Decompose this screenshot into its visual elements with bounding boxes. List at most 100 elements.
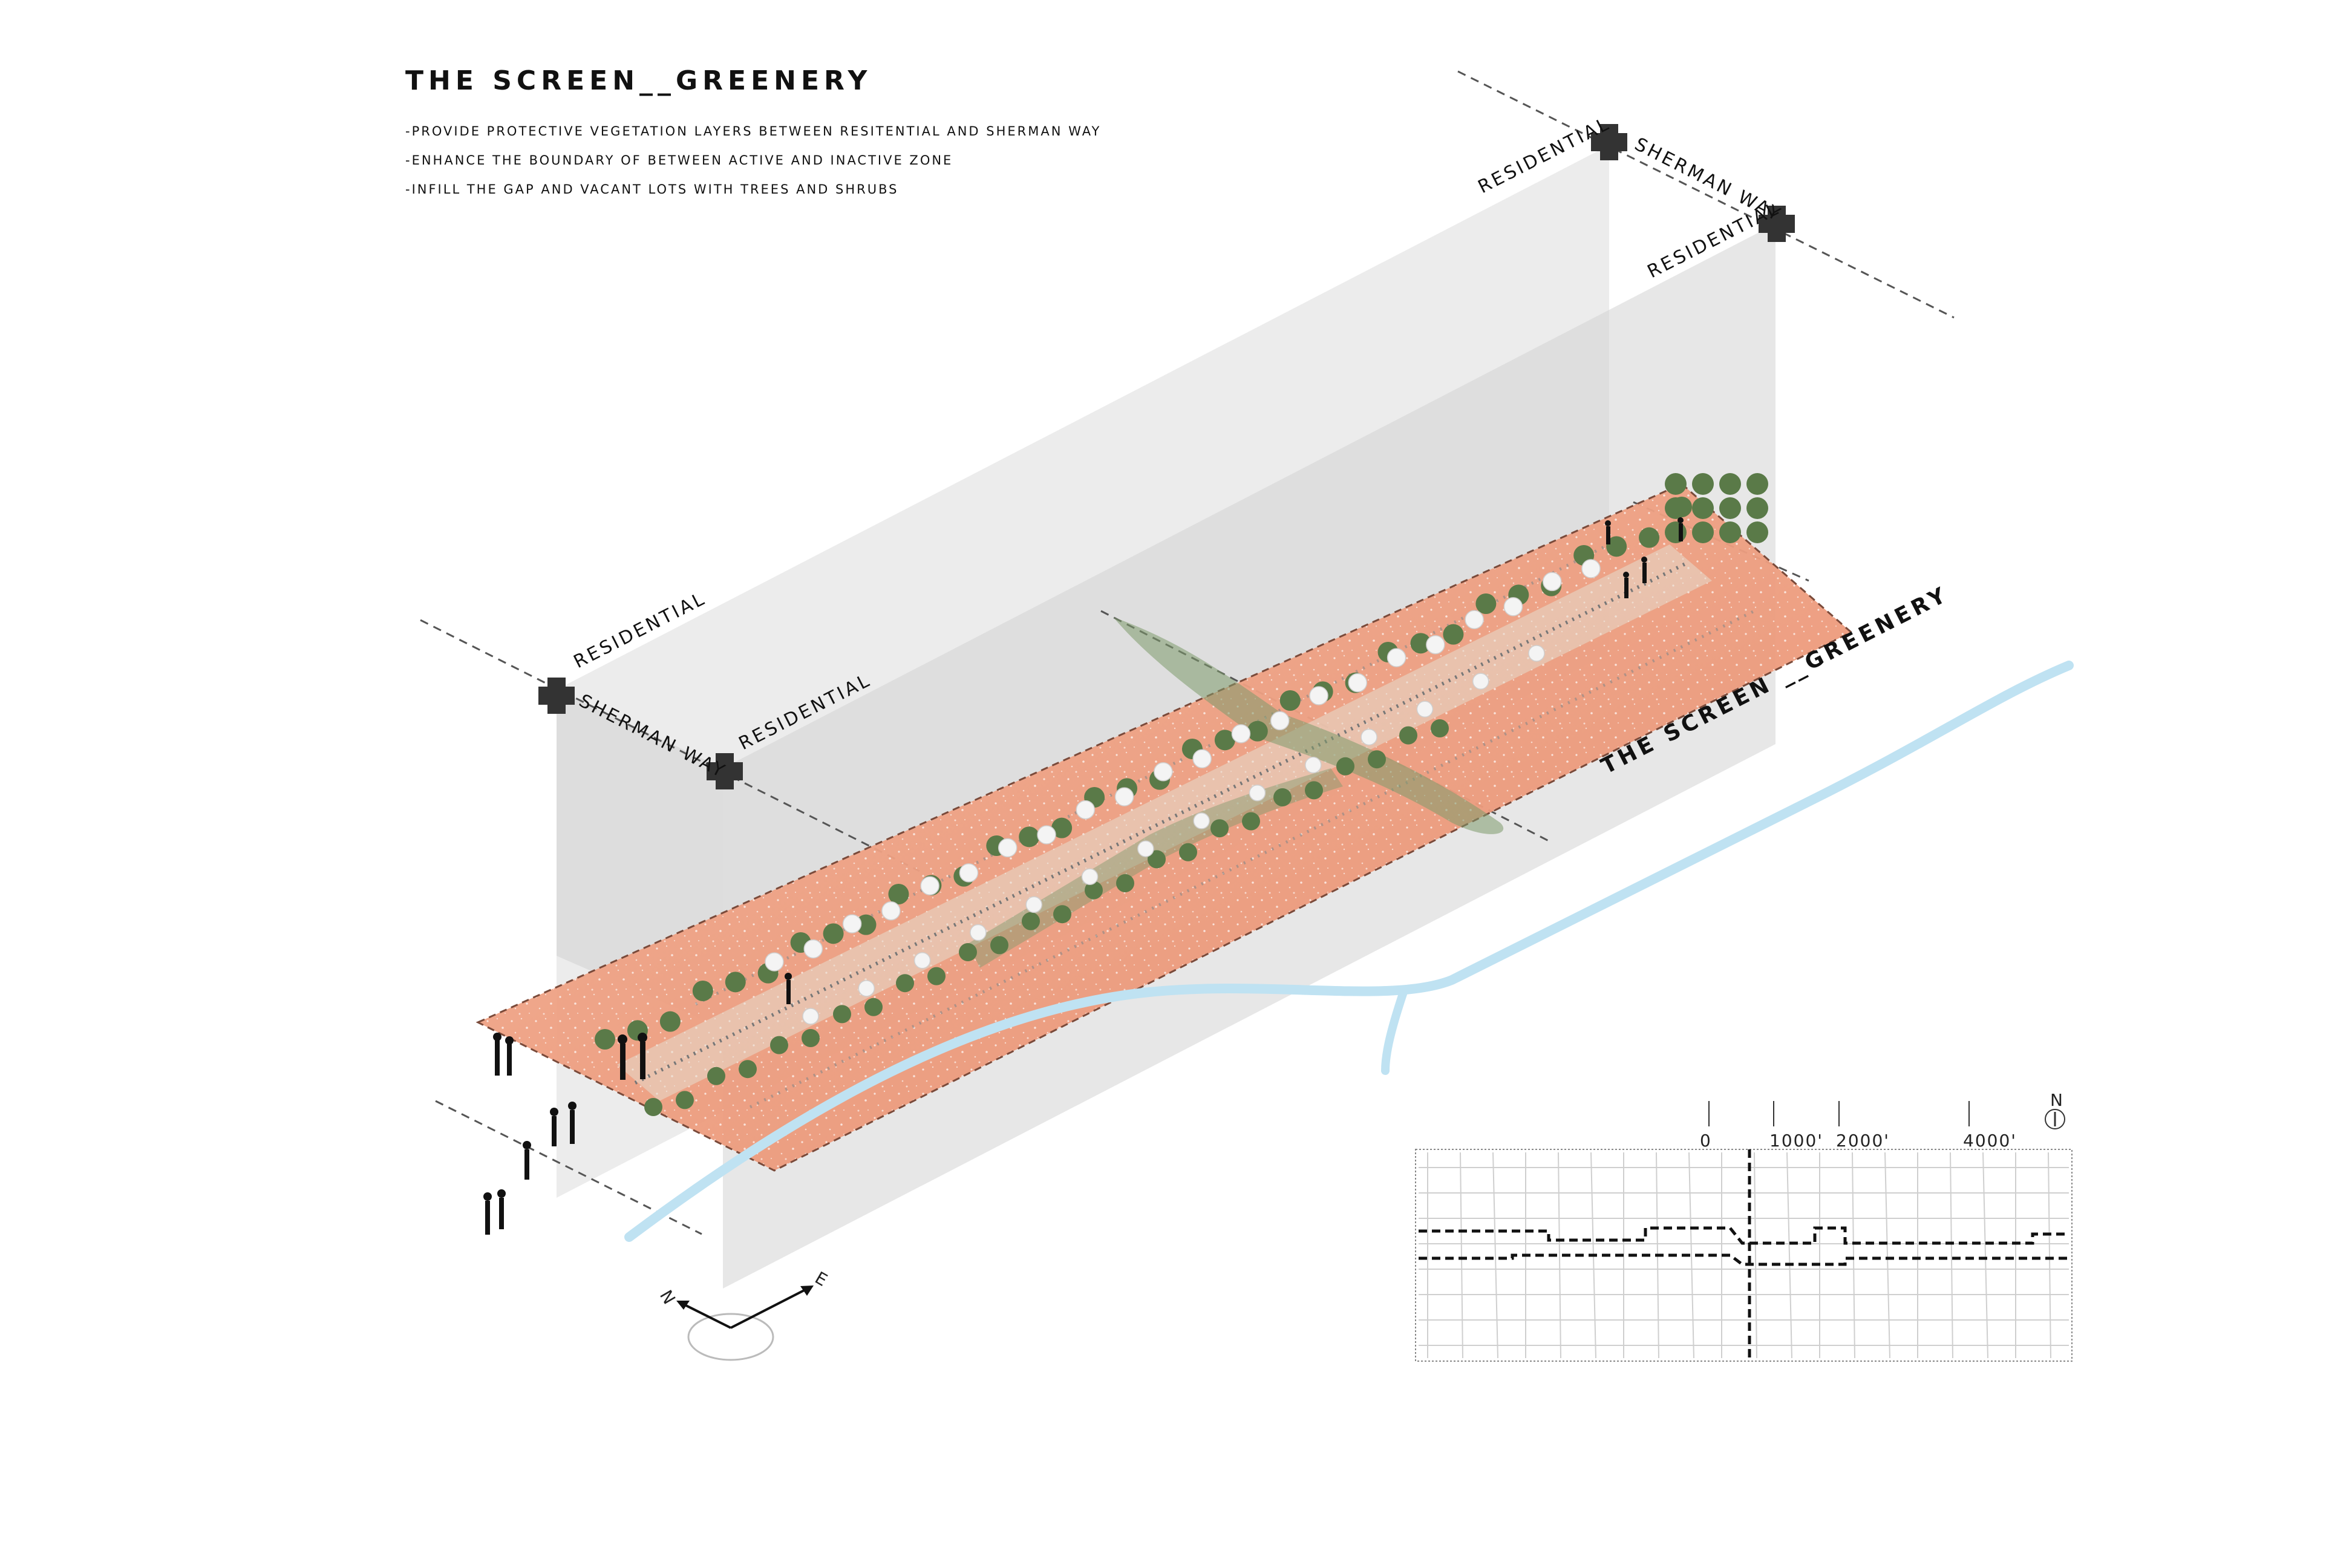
map-street <box>2048 1152 2051 1359</box>
tree-icon <box>864 998 883 1016</box>
tree-icon <box>1606 536 1627 557</box>
tree-icon <box>803 939 823 959</box>
tree-icon <box>1581 559 1601 578</box>
map-street <box>1982 1152 1988 1359</box>
green-crossing <box>1113 617 1504 834</box>
tree-icon <box>1503 597 1523 616</box>
tree-icon <box>913 952 931 969</box>
tree-icon <box>1154 762 1173 782</box>
bullet-list: -PROVIDE PROTECTIVE VEGETATION LAYERS BE… <box>405 121 1101 208</box>
shrub-icon <box>1719 497 1741 519</box>
tree-icon <box>802 1029 820 1047</box>
tree-icon <box>855 914 877 935</box>
compass-north-label: N <box>656 1287 680 1308</box>
tree-icon <box>659 1011 681 1032</box>
tree-icon <box>1051 817 1073 838</box>
tree-icon <box>1465 610 1484 630</box>
cross-icon <box>1591 124 1627 160</box>
people-figures <box>483 517 1684 1235</box>
tree-icon <box>1472 673 1489 690</box>
scale-tick-label: 1000' <box>1769 1131 1823 1151</box>
tree-icon <box>959 863 979 883</box>
map-street <box>1558 1152 1561 1359</box>
tree-icon <box>1361 728 1377 746</box>
tree-icon <box>1210 819 1229 838</box>
tree-icon <box>896 974 914 993</box>
tree-icon <box>998 838 1018 858</box>
tree-icon <box>881 901 901 921</box>
tree-icon <box>739 1060 757 1079</box>
cross-icon <box>538 678 575 714</box>
tree-icon <box>1387 648 1406 667</box>
tree-icon <box>927 967 946 985</box>
tree-icon <box>1116 874 1134 892</box>
bullet-item: -ENHANCE THE BOUNDARY OF BETWEEN ACTIVE … <box>405 153 953 168</box>
tree-icon <box>833 1005 851 1024</box>
intersection-markers <box>538 124 1795 789</box>
tree-icon <box>676 1091 694 1109</box>
bullet-item: -PROVIDE PROTECTIVE VEGETATION LAYERS BE… <box>405 124 1102 139</box>
scale-tick-label: 0 <box>1700 1131 1712 1151</box>
shrub-icon <box>1746 497 1768 519</box>
tree-icon <box>1443 624 1464 645</box>
scale-bar <box>1708 1101 1970 1126</box>
tree-icon <box>1179 843 1197 861</box>
shrub-icon <box>1665 497 1687 519</box>
shrub-icon <box>1692 521 1714 543</box>
tree-icon <box>1348 673 1368 693</box>
tree-icon <box>1270 711 1290 731</box>
tree-icon <box>842 914 862 933</box>
shrub-icon <box>1746 473 1768 495</box>
tree-icon <box>1249 785 1266 802</box>
tree-icon <box>1192 749 1212 769</box>
tree-icon <box>644 1098 662 1116</box>
tree-icon <box>1542 572 1562 592</box>
tree-icon <box>1193 812 1210 829</box>
shrub-icon <box>1692 497 1714 519</box>
tree-icon <box>1528 645 1545 662</box>
tree-icon <box>1148 850 1166 869</box>
map-street <box>1492 1152 1498 1359</box>
compass <box>676 1285 814 1361</box>
trees-light <box>765 559 1601 1025</box>
tree-icon <box>1410 633 1431 654</box>
tree-icon <box>725 972 746 993</box>
tree-icon <box>1273 788 1292 806</box>
tree-icon <box>970 924 987 941</box>
tree-icon <box>765 952 784 972</box>
location-map <box>1415 1149 2073 1362</box>
tree-icon <box>1037 825 1056 844</box>
tree-icon <box>858 980 875 997</box>
map-street <box>1884 1152 1890 1359</box>
tree-icon <box>1019 826 1040 848</box>
tree-icon <box>1022 912 1040 930</box>
map-street <box>1852 1152 1855 1359</box>
shrub-icon <box>1719 473 1741 495</box>
tree-icon <box>1305 781 1323 800</box>
tree-icon <box>1231 724 1251 743</box>
tree-icon <box>802 1008 819 1025</box>
cross-icon <box>707 753 743 789</box>
north-arrow-label: N <box>2050 1090 2064 1110</box>
trees-dark <box>595 473 1768 1116</box>
tree-icon <box>1431 719 1449 737</box>
tree-icon <box>1475 593 1497 614</box>
bullet-item: -INFILL THE GAP AND VACANT LOTS WITH TRE… <box>405 182 899 197</box>
tree-icon <box>1242 812 1260 831</box>
tree-icon <box>1247 720 1268 742</box>
tree-icon <box>1426 635 1445 655</box>
tree-icon <box>959 943 977 961</box>
page-title: THE SCREEN__GREENERY <box>405 65 872 96</box>
cross-icon <box>1759 206 1795 242</box>
tree-icon <box>1399 726 1417 745</box>
tree-icon <box>1214 730 1235 751</box>
tree-icon <box>1416 701 1434 718</box>
tree-icon <box>1336 757 1354 776</box>
tree-icon <box>707 1067 725 1085</box>
tree-icon <box>1305 756 1322 774</box>
tree-icon <box>823 923 844 944</box>
north-arrow-icon <box>2045 1109 2065 1129</box>
tree-icon <box>920 876 939 896</box>
shrub-icon <box>1692 473 1714 495</box>
